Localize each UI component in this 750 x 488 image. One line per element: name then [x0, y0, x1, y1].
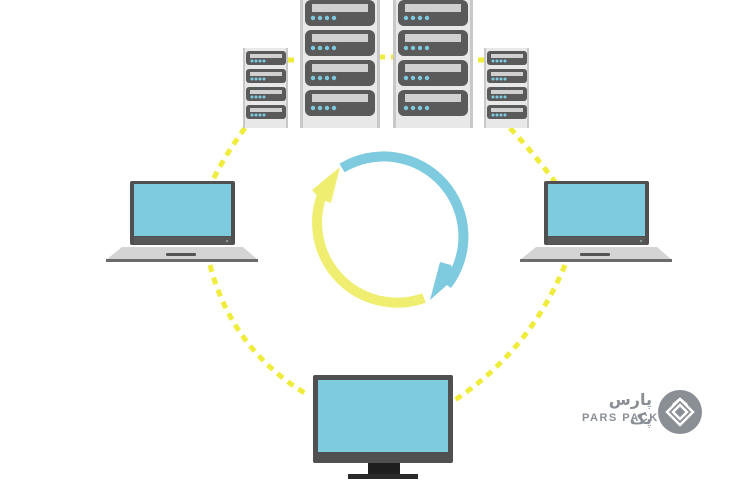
- arrow-head-yellow: [312, 167, 340, 203]
- brand-logo: پارس پک PARS PACK: [582, 390, 742, 440]
- sync-arrows-icon: [312, 151, 469, 308]
- laptop-icon: [520, 181, 672, 262]
- monitor-icon: [313, 375, 453, 479]
- laptop-icon: [106, 181, 258, 262]
- server-rack-icon: [300, 0, 380, 128]
- server-rack-icon: [393, 0, 473, 128]
- server-rack-icon: [243, 48, 288, 128]
- brand-name-persian: پارس پک: [608, 390, 652, 428]
- arrow-head-blue: [430, 262, 455, 300]
- parspack-logo-icon: [658, 390, 702, 434]
- server-rack-icon: [484, 48, 529, 128]
- brand-name-latin: PARS PACK: [582, 412, 659, 424]
